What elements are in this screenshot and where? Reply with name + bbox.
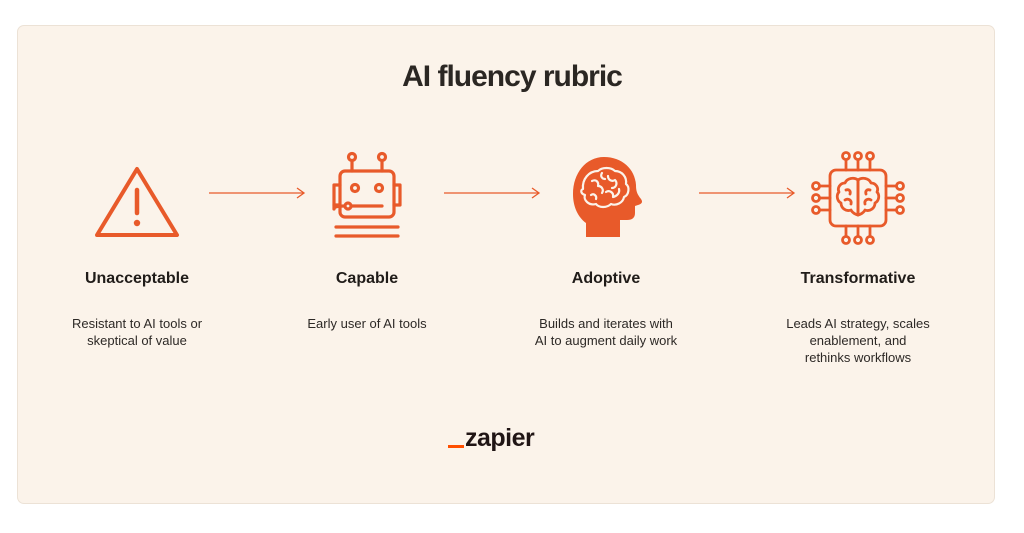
progression-arrow xyxy=(699,187,796,199)
stage-capable: Capable Early user of AI tools xyxy=(257,151,477,363)
stage-description: Builds and iterates with AI to augment d… xyxy=(496,315,716,349)
stage-name: Unacceptable xyxy=(84,270,190,287)
stage-name: Adoptive xyxy=(571,270,641,287)
logo-wordmark: zapier xyxy=(465,424,535,452)
description-line: Resistant to AI tools or xyxy=(71,316,203,331)
brain-chip-icon xyxy=(811,151,905,245)
stage-name: Transformative xyxy=(800,270,916,287)
zapier-logo: zapier xyxy=(445,424,575,456)
robot-icon xyxy=(332,151,402,238)
stage-unacceptable: Unacceptable Resistant to AI tools or sk… xyxy=(27,163,247,363)
stage-description: Early user of AI tools xyxy=(257,315,477,332)
stage-name: Capable xyxy=(335,270,399,287)
stage-adoptive: Adoptive Builds and iterates with AI to … xyxy=(496,157,716,363)
description-line: rethinks workflows xyxy=(804,350,912,365)
stage-description: Resistant to AI tools or skeptical of va… xyxy=(27,315,247,349)
stage-description: Leads AI strategy, scales enablement, an… xyxy=(748,315,968,366)
description-line: AI to augment daily work xyxy=(534,333,678,348)
logo-underscore xyxy=(448,445,464,448)
description-line: enablement, and xyxy=(809,333,907,348)
stage-transformative: Transformative Leads AI strategy, scales… xyxy=(748,151,968,366)
page-title: AI fluency rubric xyxy=(402,60,623,93)
description-line: Builds and iterates with xyxy=(539,316,673,331)
human-head-brain-icon xyxy=(573,157,642,237)
rubric-card xyxy=(17,25,995,504)
description-line: Leads AI strategy, scales xyxy=(786,316,930,331)
progression-arrow xyxy=(444,187,541,199)
warning-triangle-icon xyxy=(95,167,179,237)
description-line: Early user of AI tools xyxy=(307,316,427,331)
progression-arrow xyxy=(209,187,306,199)
description-line: skeptical of value xyxy=(87,333,187,348)
